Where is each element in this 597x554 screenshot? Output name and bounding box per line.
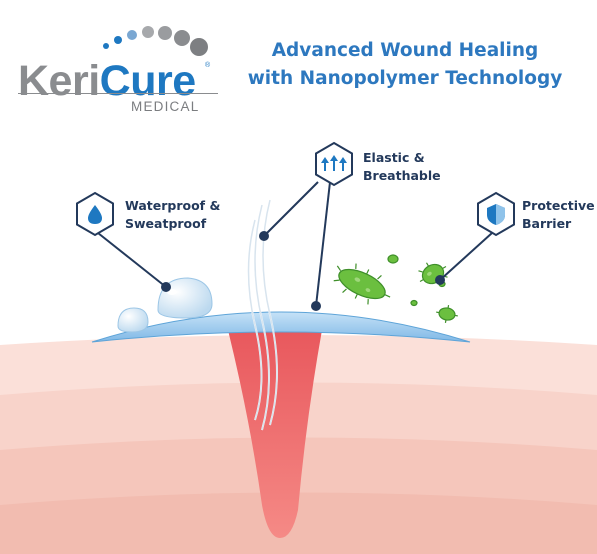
logo-tagline: MEDICAL bbox=[131, 99, 200, 114]
page-title: Advanced Wound Healing with Nanopolymer … bbox=[220, 37, 590, 93]
logo-dots-icon bbox=[103, 26, 208, 56]
bacteria bbox=[333, 254, 458, 323]
logo-keri: Keri bbox=[18, 57, 100, 105]
up-arrows-icon bbox=[315, 141, 353, 187]
wound bbox=[228, 326, 322, 538]
kericure-logo: KeriCure ® MEDICAL bbox=[14, 22, 218, 118]
logo-cure: Cure bbox=[99, 57, 196, 105]
barrier-label: Protective Barrier bbox=[522, 197, 595, 233]
water-drop-icon bbox=[76, 191, 114, 237]
elastic-label: Elastic & Breathable bbox=[363, 149, 441, 185]
waterproof-label-line-1: Waterproof & bbox=[125, 198, 221, 213]
barrier-label-line-2: Barrier bbox=[522, 216, 572, 231]
title-line-1: Advanced Wound Healing bbox=[271, 40, 539, 61]
nanopolymer-film bbox=[91, 311, 471, 343]
logo-wordmark: KeriCure bbox=[18, 60, 196, 103]
water-droplets bbox=[117, 277, 213, 333]
logo-divider bbox=[18, 93, 218, 94]
shield-icon bbox=[477, 191, 515, 237]
registered-mark: ® bbox=[205, 62, 211, 69]
waterproof-label-line-2: Sweatproof bbox=[125, 216, 207, 231]
elastic-label-line-1: Elastic & bbox=[363, 150, 425, 165]
callout-connectors bbox=[97, 181, 493, 307]
connector-endpoints bbox=[161, 231, 445, 311]
elastic-label-line-2: Breathable bbox=[363, 168, 441, 183]
waterproof-label: Waterproof & Sweatproof bbox=[125, 197, 220, 233]
barrier-label-line-1: Protective bbox=[522, 198, 595, 213]
title-line-2: with Nanopolymer Technology bbox=[247, 68, 563, 89]
